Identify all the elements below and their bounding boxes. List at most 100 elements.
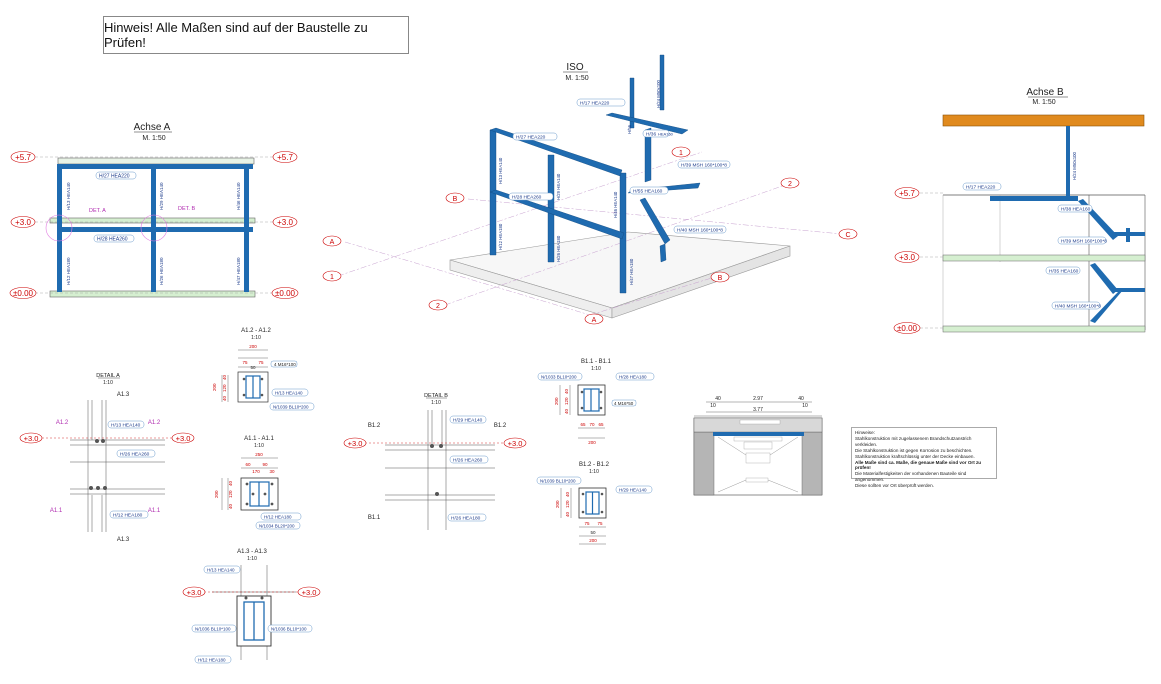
notes-heading: Hinweise: bbox=[855, 430, 875, 435]
section-a12-dim-75b: 75 bbox=[258, 360, 264, 365]
section-b11-n1033: N/1033 BL10*200 bbox=[541, 375, 577, 380]
iso-axis-b-left: B bbox=[453, 196, 458, 203]
achse-a-levels: +5.7 +5.7 +3.0 +3.0 ±0.00 ±0.00 bbox=[9, 151, 299, 299]
detail-b-h26b: H/26 HEA180 bbox=[451, 516, 481, 522]
detail-a-a13-bottom: A1.3 bbox=[117, 537, 130, 543]
achse-b-h40: H/40 MSH 160*100*8 bbox=[1055, 304, 1101, 310]
det-b-label: DET. B bbox=[178, 206, 195, 212]
iso-axis-markers: A B 1 2 A B C 1 2 bbox=[322, 146, 858, 325]
section-a12-dim-75a: 75 bbox=[242, 360, 248, 365]
notice-text: Hinweis! Alle Maßen sind auf der Baustel… bbox=[104, 20, 368, 50]
section-a11: A1.1 - A1.1 1:10 250 60 90 170 30 200 40… bbox=[214, 436, 302, 530]
level-top-right: +5.7 bbox=[277, 153, 293, 162]
section-a12-h13: H/13 HEA140 bbox=[275, 391, 303, 396]
detail-b-title: DETAIL B bbox=[424, 393, 448, 399]
section-a13-level-left: +3.0 bbox=[187, 588, 202, 597]
detail-a-level-left: +3.0 bbox=[24, 434, 39, 443]
section-a12-title: A1.2 - A1.2 bbox=[241, 328, 271, 334]
section-b11-bolt: 4 M16*50 bbox=[614, 401, 634, 406]
section-a12-dim-200: 200 bbox=[249, 344, 257, 349]
detail-a-a11-left: A1.1 bbox=[50, 508, 63, 514]
detail-a-a11-right: A1.1 bbox=[148, 508, 161, 514]
achse-b-scale: M. 1:50 bbox=[1032, 99, 1055, 106]
level-mid-right: +3.0 bbox=[277, 218, 293, 227]
section-a13-n1036b: N/1036 BL10*100 bbox=[271, 627, 307, 632]
iso-h28-label: H/28 HEA260 bbox=[512, 195, 542, 201]
section-a12-dim-v200: 200 bbox=[212, 383, 217, 391]
iso-axis-2-left: 2 bbox=[436, 303, 440, 310]
section-a11-dim-60: 60 bbox=[245, 462, 251, 467]
detail-a-a13-top: A1.3 bbox=[117, 392, 130, 398]
section-a11-dim-v120: 120 bbox=[228, 490, 233, 498]
section-a11-h12: H/12 HEA180 bbox=[264, 515, 292, 520]
wall-dim-297: 2.97 bbox=[753, 396, 763, 402]
section-b11-dim-v40a: 40 bbox=[564, 388, 569, 394]
wall-dim-40b: 40 bbox=[798, 396, 804, 402]
detail-a: DETAIL A 1:10 A1.3 A1.3 +3.0 +3.0 A1.2 A… bbox=[19, 373, 195, 543]
achse-b-level-top: +5.7 bbox=[899, 189, 915, 198]
iso-h56-label: H/56 bbox=[627, 124, 632, 134]
section-b11: B1.1 - B1.1 1:10 200 40 120 40 65 70 65 … bbox=[537, 359, 655, 445]
wall-section: 40 2.97 40 10 3.77 10 bbox=[693, 396, 823, 496]
achse-a-col-left bbox=[57, 164, 62, 292]
section-a13: A1.3 - A1.3 1:10 +3.0 +3.0 H/13 HEA140 N… bbox=[182, 549, 321, 664]
section-b11-dim-70: 70 bbox=[589, 422, 595, 427]
section-a11-dim-250: 250 bbox=[255, 452, 263, 457]
achse-b-level-zero: ±0.00 bbox=[897, 324, 918, 333]
iso-h55-label: H/55 HEA160 bbox=[633, 189, 663, 195]
achse-b-steel bbox=[990, 126, 1145, 323]
section-a12-scale: 1:10 bbox=[251, 335, 261, 341]
section-a11-dim-30: 30 bbox=[269, 469, 275, 474]
iso-axis-a-bottom: A bbox=[592, 317, 597, 324]
achse-a-col-ur: H/46 HEA140 bbox=[236, 182, 241, 210]
section-b12-dim-75a: 75 bbox=[584, 521, 590, 526]
notes-line-2: Die Stahlkonstruktion ist gegen Korrosio… bbox=[855, 447, 973, 453]
iso-h24-label: H/24 M50x100 bbox=[656, 79, 661, 108]
section-a11-dim-v40b: 40 bbox=[228, 503, 233, 509]
achse-a-beam-mid-label: H/28 HEA260 bbox=[97, 237, 128, 243]
det-a-circle bbox=[45, 214, 73, 242]
site-notice: Hinweis! Alle Maßen sind auf der Baustel… bbox=[103, 16, 409, 54]
section-a13-h12: H/12 HEA180 bbox=[198, 658, 226, 663]
wall-right-hatch bbox=[801, 431, 823, 496]
section-a13-n1036a: N/1036 BL10*100 bbox=[195, 627, 231, 632]
achse-a-col-right bbox=[244, 164, 249, 292]
section-b11-dim-200: 200 bbox=[588, 440, 596, 445]
section-b11-dim-v200: 200 bbox=[554, 397, 559, 405]
achse-b-h17: H/17 HEA220 bbox=[966, 185, 996, 191]
detail-b-level-right: +3.0 bbox=[508, 439, 523, 448]
achse-a-col-ul: H/13 HEA140 bbox=[66, 182, 71, 210]
detail-b-b11: B1.1 bbox=[368, 515, 381, 521]
section-a13-scale: 1:10 bbox=[247, 556, 257, 562]
achse-b-h35: H/35 HEA160 bbox=[1049, 269, 1079, 275]
achse-a-beam-top-label: H/27 HEA220 bbox=[99, 174, 130, 180]
achse-a-col-um: H/29 HEA140 bbox=[159, 182, 164, 210]
notes-line-4: Die Materialfestigkeiten der vorhandenen… bbox=[855, 471, 967, 483]
achse-a-top-slab bbox=[57, 157, 255, 165]
section-a13-level-right: +3.0 bbox=[302, 588, 317, 597]
section-b11-dim-v120: 120 bbox=[564, 397, 569, 405]
achse-a-scale: M. 1:50 bbox=[142, 135, 165, 142]
achse-a-col-mid bbox=[151, 164, 156, 292]
achse-a-col-lm: H/26 HEA180 bbox=[159, 257, 164, 285]
detail-a-h12: H/12 HEA180 bbox=[113, 513, 143, 519]
notes-line-1: Stahlkonstruktion mit zugelassenem Brand… bbox=[855, 435, 972, 447]
section-b11-scale: 1:10 bbox=[591, 366, 601, 372]
section-a13-h13: H/13 HEA140 bbox=[207, 568, 235, 573]
achse-a-title: Achse A bbox=[134, 122, 171, 133]
section-a13-title: A1.3 - A1.3 bbox=[237, 549, 267, 555]
section-a12-bolt: 4 M16*100 bbox=[274, 362, 296, 367]
wall-left-hatch bbox=[693, 431, 715, 496]
detail-a-a12-right: A1.2 bbox=[148, 420, 161, 426]
iso-h12-label: H/12 HEA180 bbox=[498, 223, 503, 250]
achse-b-h39: H/39 MSH 160*100*8 bbox=[1061, 239, 1107, 245]
iso-axis-b-right: B bbox=[718, 275, 723, 282]
section-b12-h29: H/29 HEA140 bbox=[619, 488, 647, 493]
section-a11-dim-170: 170 bbox=[252, 469, 260, 474]
view-achse-a: Achse A M. 1:50 DET. A DET. B H/27 HEA22… bbox=[9, 122, 299, 299]
section-a12-dim-v40b: 40 bbox=[222, 395, 227, 401]
section-b12-title: B1.2 - B1.2 bbox=[579, 462, 610, 468]
notes-bold-line: Alle Maße sind ca. Maße, die genaue Maße… bbox=[855, 459, 982, 471]
notes-line-3: Stahlkonstruktion kraftschlüssig unter d… bbox=[855, 453, 975, 459]
